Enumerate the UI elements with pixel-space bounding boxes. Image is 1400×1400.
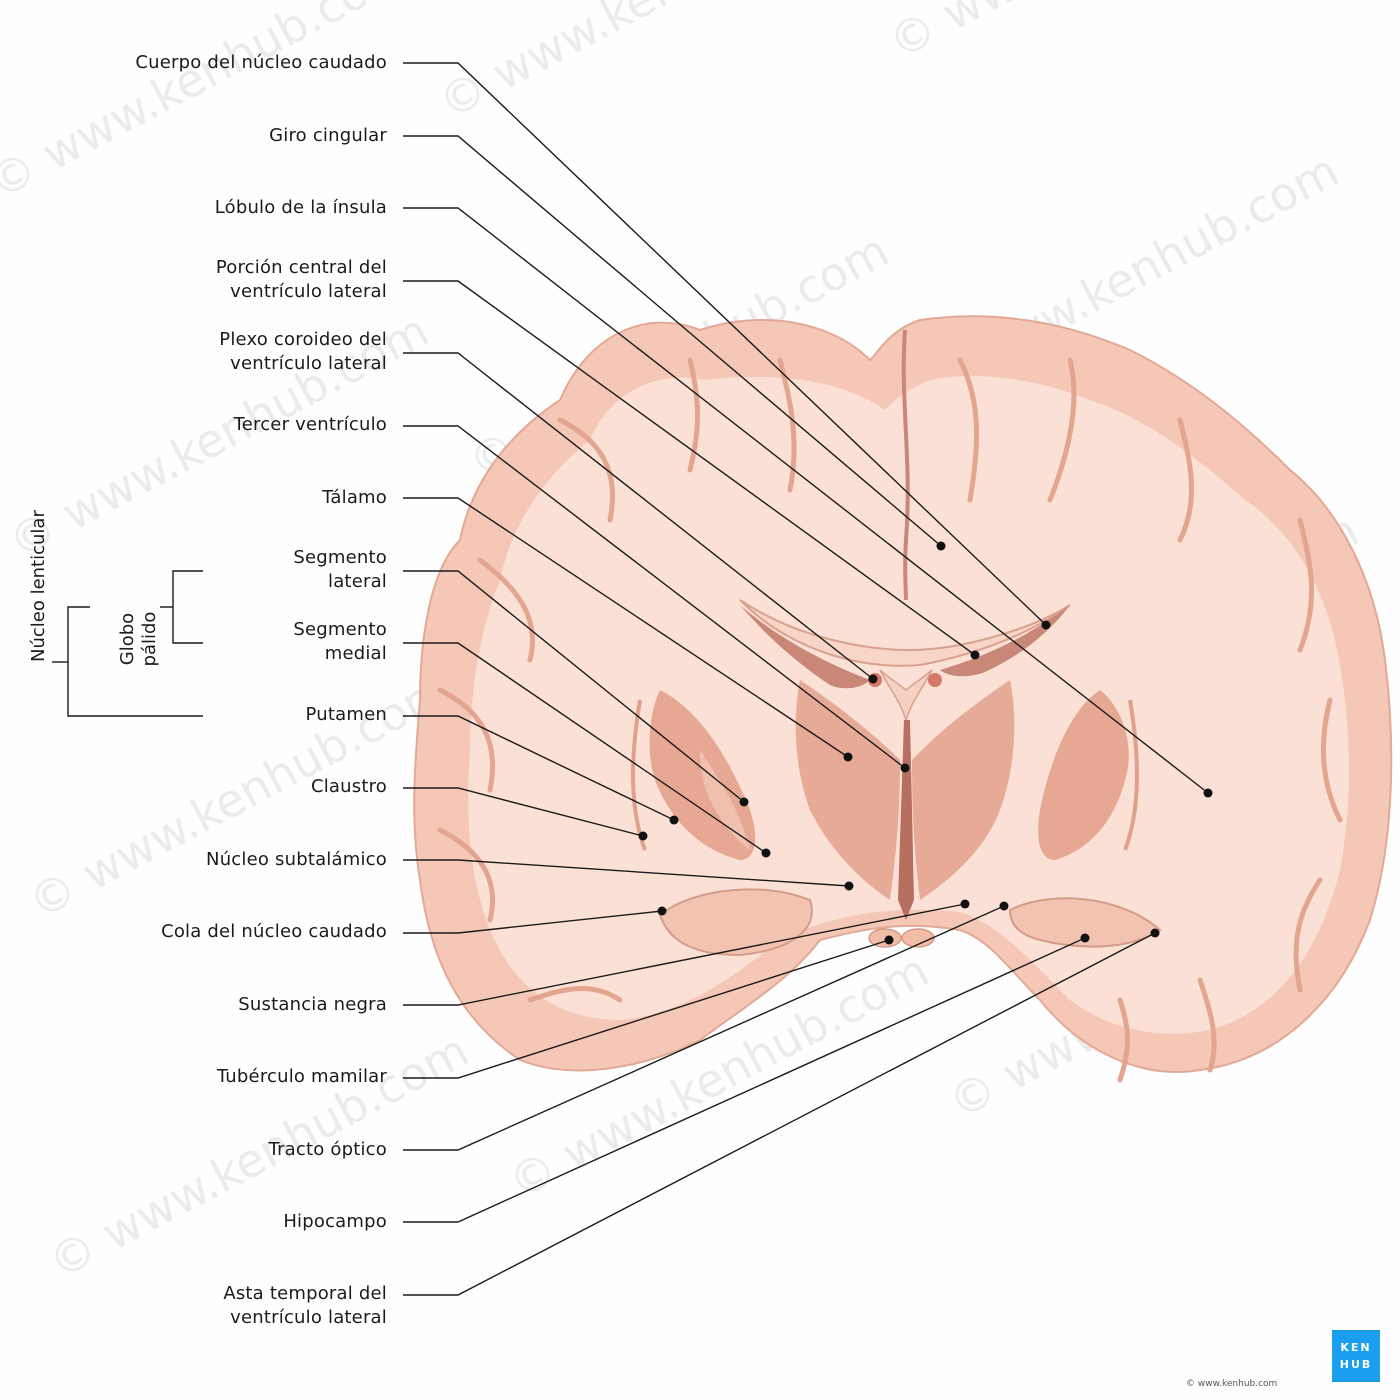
longitudinal-fissure: [901, 329, 910, 601]
copyright-credit: © www.kenhub.com: [1186, 1379, 1278, 1389]
label-talamo: Tálamo: [322, 487, 387, 508]
pointer-dot: [1041, 620, 1051, 630]
label-tuberculo-mamilar: Tubérculo mamilar: [216, 1066, 387, 1087]
leader-line-hipocampo: [403, 937, 1086, 1223]
pointer-dot: [1150, 928, 1160, 938]
leader-line-segmento-lateral: [403, 570, 745, 803]
logo-line: KEN: [1340, 1341, 1372, 1354]
leader-line-porcion-central: [403, 280, 976, 656]
label-line: lateral: [328, 571, 387, 592]
label-line: Asta temporal del: [223, 1283, 387, 1304]
leader-line-putamen: [403, 715, 675, 821]
label-tercer-ventriculo: Tercer ventrículo: [233, 414, 387, 435]
label-giro-cingular: Giro cingular: [269, 125, 387, 146]
leader-line-nucleo-subtalamico: [403, 859, 850, 887]
thalamus-right: [912, 680, 1015, 900]
kenhub-logo: KEN HUB: [1332, 1330, 1380, 1382]
leader-line-segmento-medial: [403, 642, 767, 854]
pointer-dot: [657, 906, 667, 916]
label-asta-temporal: Asta temporal del ventrículo lateral: [27, 1282, 387, 1330]
label-nucleo-lenticular: Núcleo lenticular: [28, 510, 49, 662]
label-segmento-lateral: Segmento lateral: [27, 546, 387, 594]
pointer-dot: [868, 674, 878, 684]
pointer-dot: [761, 848, 771, 858]
leader-line-plexo-coroideo: [403, 352, 874, 680]
third-ventricle: [898, 720, 914, 920]
label-line: Segmento: [293, 547, 387, 568]
label-line: ventrículo lateral: [230, 1307, 387, 1328]
pointer-dot: [970, 650, 980, 660]
globus-pallidus-left: [700, 750, 750, 850]
pointer-dot: [900, 763, 910, 773]
label-line: ventrículo lateral: [230, 353, 387, 374]
leader-line-cuerpo-nucleo-caudado: [403, 62, 1047, 626]
label-plexo-coroideo: Plexo coroideo del ventrículo lateral: [27, 328, 387, 376]
pointer-dot: [1203, 788, 1213, 798]
pointer-dot: [843, 752, 853, 762]
pointer-dot: [960, 899, 970, 909]
temporal-horn-left: [658, 888, 813, 957]
leader-line-lobulo-insula: [403, 207, 1209, 794]
label-line: medial: [324, 643, 387, 664]
label-cuerpo-nucleo-caudado: Cuerpo del núcleo caudado: [135, 52, 387, 73]
leader-line-giro-cingular: [403, 135, 942, 547]
label-sustancia-negra: Sustancia negra: [238, 994, 387, 1015]
pointer-dot: [844, 881, 854, 891]
watermark-text: © www.kenhub.com: [0, 0, 417, 210]
leader-line-claustro: [403, 787, 644, 837]
pointer-dot: [999, 901, 1009, 911]
leader-line-tuberculo-mamilar: [403, 939, 890, 1079]
pointer-dot: [1080, 933, 1090, 943]
thalamus-left: [795, 680, 900, 900]
label-segmento-medial: Segmento medial: [27, 618, 387, 666]
label-putamen: Putamen: [305, 704, 387, 725]
pointer-dot: [936, 541, 946, 551]
label-claustro: Claustro: [310, 776, 387, 797]
leader-line-asta-temporal: [403, 932, 1156, 1296]
pointer-dot: [884, 935, 894, 945]
pointer-dot: [669, 815, 679, 825]
fornix: [879, 669, 933, 723]
label-globo-palido: Globo pálido: [117, 611, 160, 667]
label-line: Porción central del: [215, 257, 387, 278]
label-porcion-central: Porción central del ventrículo lateral: [27, 256, 387, 304]
label-lobulo-insula: Lóbulo de la ínsula: [214, 197, 387, 218]
lateral-ventricle-left: [740, 605, 870, 689]
label-cola-nucleo-caudado: Cola del núcleo caudado: [161, 921, 387, 942]
group-brackets: [52, 570, 203, 717]
label-line: Segmento: [293, 619, 387, 640]
choroid-plexus-right: [928, 673, 942, 687]
label-nucleo-subtalamico: Núcleo subtalámico: [206, 849, 387, 870]
label-line: ventrículo lateral: [230, 281, 387, 302]
leader-lines: [403, 62, 1209, 1296]
pointer-dots: [638, 541, 1213, 945]
leader-line-sustancia-negra: [403, 903, 966, 1006]
lateral-ventricle-right: [940, 605, 1070, 677]
brain-section: [413, 315, 1393, 1083]
pointer-dot: [638, 831, 648, 841]
watermark-text: © www.kenhub.com: [880, 0, 1317, 70]
pointer-dot: [739, 797, 749, 807]
leader-line-talamo: [403, 497, 849, 758]
hippocampus-right: [1008, 897, 1162, 948]
label-tracto-optico: Tracto óptico: [268, 1139, 387, 1160]
leader-line-tercer-ventriculo: [403, 425, 906, 769]
leader-line-cola-nucleo-caudado: [403, 910, 663, 934]
logo-line: HUB: [1339, 1358, 1373, 1371]
claustrum-right: [1123, 699, 1139, 851]
watermark-text: © www.kenhub.com: [430, 0, 867, 130]
label-hipocampo: Hipocampo: [283, 1211, 387, 1232]
label-line: Plexo coroideo del: [219, 329, 387, 350]
lentiform-nucleus-right: [1038, 690, 1129, 860]
leader-line-tracto-optico: [403, 905, 1005, 1151]
